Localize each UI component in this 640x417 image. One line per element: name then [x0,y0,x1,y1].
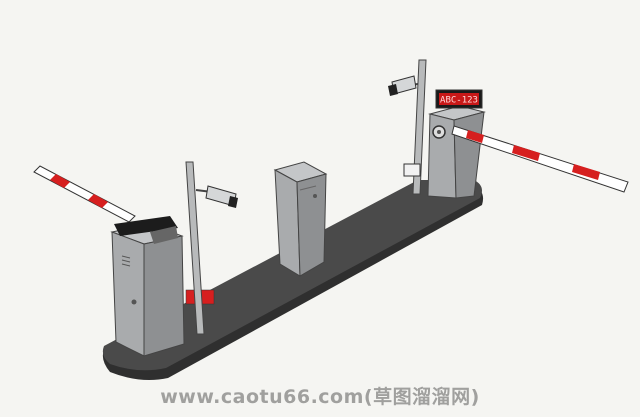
right-barrier-cabinet [427,105,486,199]
plate-display: ABC-123 [435,89,483,109]
display-text: ABC-123 [440,96,478,106]
watermark-text: www.caotu66.com(草图溜溜网) [160,386,480,408]
right-boom-arm [451,125,629,193]
center-kiosk [273,161,328,277]
left-boom-arm [33,165,136,223]
left-camera-pole [185,161,238,335]
left-barrier-cabinet [110,216,185,357]
right-camera-pole [388,59,427,195]
